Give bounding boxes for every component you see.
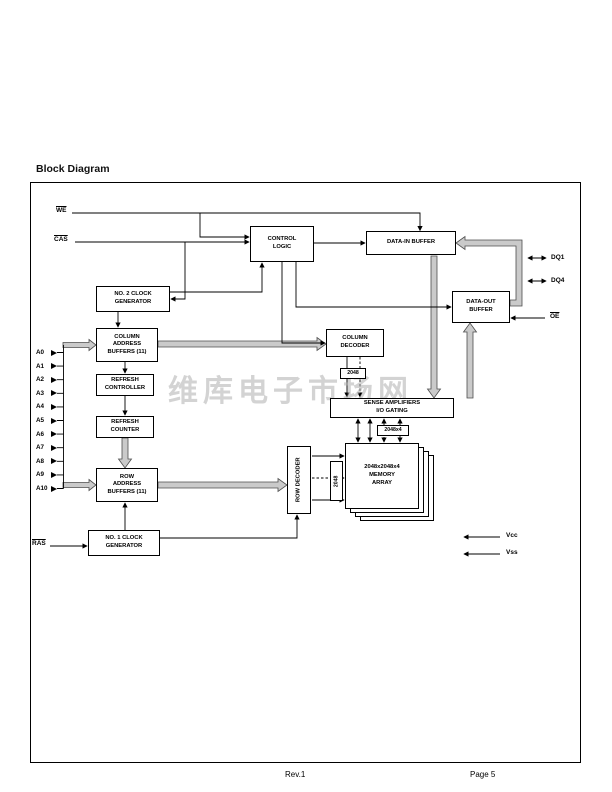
address-pin-row: A3 — [36, 389, 57, 397]
control-lines — [50, 212, 547, 557]
page-title: Block Diagram — [36, 163, 110, 175]
pin-a4: A4 — [36, 403, 45, 411]
input-arrow-icon — [51, 390, 57, 397]
address-pin-row: A0 — [36, 349, 57, 357]
address-pin-row: A10 — [36, 485, 57, 493]
pin-a5: A5 — [36, 417, 45, 424]
bus-arrows — [62, 235, 523, 493]
address-pin-row: A9 — [36, 471, 57, 479]
pin-a8: A8 — [36, 457, 45, 465]
row-decoder-label: ROW DECODER — [295, 457, 302, 503]
block-data-out-buffer: DATA-OUT BUFFER — [452, 291, 510, 323]
pin-a0: A0 — [36, 349, 45, 356]
input-arrow-icon — [51, 458, 57, 465]
label-2048-rows: 2048 — [330, 461, 343, 501]
input-arrow-icon — [51, 444, 57, 451]
pin-a10: A10 — [36, 485, 48, 492]
block-column-address-buffers: COLUMN ADDRESS BUFFERS (11) — [96, 328, 158, 362]
input-arrow-icon — [51, 471, 57, 478]
rows-count-label: 2048 — [333, 475, 340, 487]
pin-oe: OE — [550, 313, 560, 320]
address-pin-row: A8 — [36, 457, 57, 465]
label-2048-columns: 2048 — [340, 368, 366, 379]
input-arrow-icon — [51, 485, 57, 492]
address-pin-row: A2 — [36, 376, 57, 384]
address-pin-row: A1 — [36, 362, 57, 370]
address-pin-row: A5 — [36, 417, 57, 425]
block-row-decoder: ROW DECODER — [287, 446, 311, 514]
pin-dq1: DQ1 — [551, 254, 565, 261]
input-arrow-icon — [51, 376, 57, 383]
block-row-address-buffers: ROW ADDRESS BUFFERS (11) — [96, 468, 158, 502]
block-refresh-counter: REFRESH COUNTER — [96, 416, 154, 438]
diagram-frame — [30, 182, 581, 763]
address-pin-row: A6 — [36, 430, 57, 438]
block-control-logic: CONTROL LOGIC — [250, 226, 314, 262]
input-arrow-icon — [51, 363, 57, 370]
pin-ras: RAS — [32, 540, 46, 547]
pin-vcc: Vcc — [506, 532, 518, 539]
pin-we: WE — [56, 207, 67, 214]
input-arrow-icon — [51, 431, 57, 438]
block-memory-array: 2048x2048x4 MEMORY ARRAY — [345, 443, 419, 509]
input-arrow-icon — [51, 403, 57, 410]
block-no1-clock-generator: NO. 1 CLOCK GENERATOR — [88, 530, 160, 556]
pin-vss: Vss — [506, 549, 518, 556]
pin-a9: A9 — [36, 471, 45, 479]
pin-a3: A3 — [36, 389, 45, 397]
address-pin-row: A4 — [36, 403, 57, 411]
block-sense-amplifiers: SENSE AMPLIFIERS I/O GATING — [330, 398, 454, 418]
pin-a6: A6 — [36, 430, 45, 438]
pin-dq4: DQ4 — [551, 277, 565, 284]
footer-revision: Rev.1 — [285, 770, 306, 779]
input-arrow-icon — [51, 349, 57, 356]
block-column-decoder: COLUMN DECODER — [326, 329, 384, 357]
pin-a1: A1 — [36, 362, 45, 370]
pin-a7: A7 — [36, 444, 45, 452]
block-no2-clock-generator: NO. 2 CLOCK GENERATOR — [96, 286, 170, 312]
pin-a2: A2 — [36, 376, 45, 384]
label-2048x4-io: 2048x4 — [377, 425, 409, 436]
pin-cas: CAS — [54, 236, 68, 243]
footer-page-number: Page 5 — [470, 770, 496, 779]
address-pin-row: A7 — [36, 444, 57, 452]
input-arrow-icon — [51, 417, 57, 424]
block-refresh-controller: REFRESH CONTROLLER — [96, 374, 154, 396]
block-data-in-buffer: DATA-IN BUFFER — [366, 231, 456, 255]
